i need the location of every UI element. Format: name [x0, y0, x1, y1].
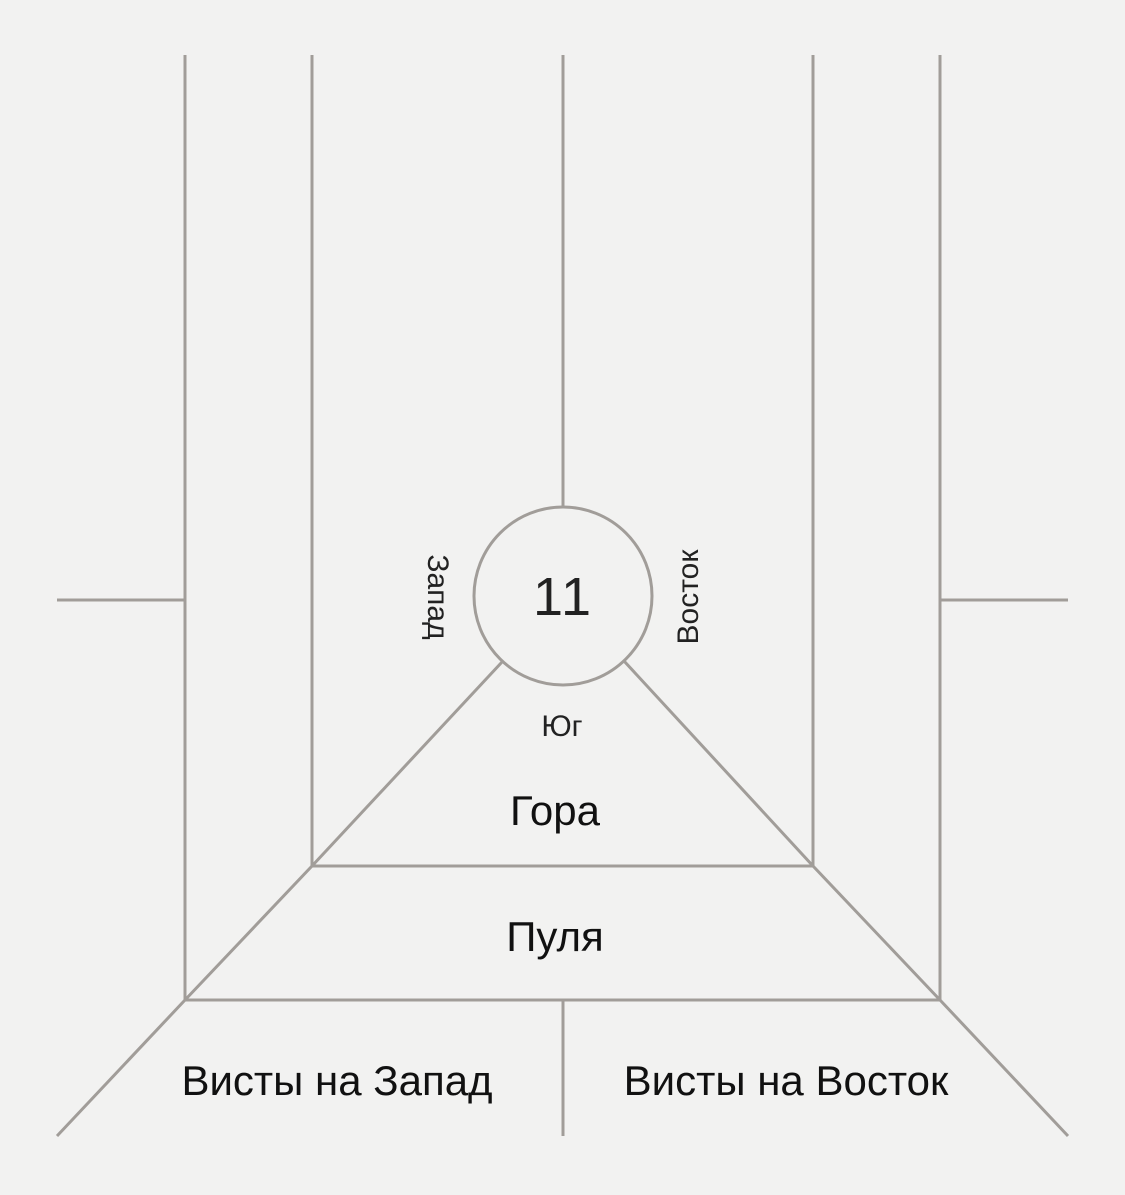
pool-left-diagonal — [183, 864, 314, 1002]
mountain-right-diagonal — [622, 659, 815, 868]
whists-west-label: Висты на Запад — [181, 1057, 493, 1104]
west-label: Запад — [421, 554, 454, 640]
pool-label: Пуля — [506, 913, 604, 960]
east-label: Восток — [672, 549, 705, 645]
mountain-left-diagonal — [310, 660, 504, 868]
whists-right-diagonal — [938, 998, 1070, 1138]
whists-east-label: Висты на Восток — [623, 1057, 949, 1104]
center-number: 11 — [532, 567, 594, 627]
south-label: Юг — [541, 710, 583, 743]
mountain-label: Гора — [509, 787, 601, 834]
center-circle — [472, 505, 654, 687]
whists-left-diagonal — [55, 998, 187, 1138]
pool-right-diagonal — [811, 864, 942, 1002]
